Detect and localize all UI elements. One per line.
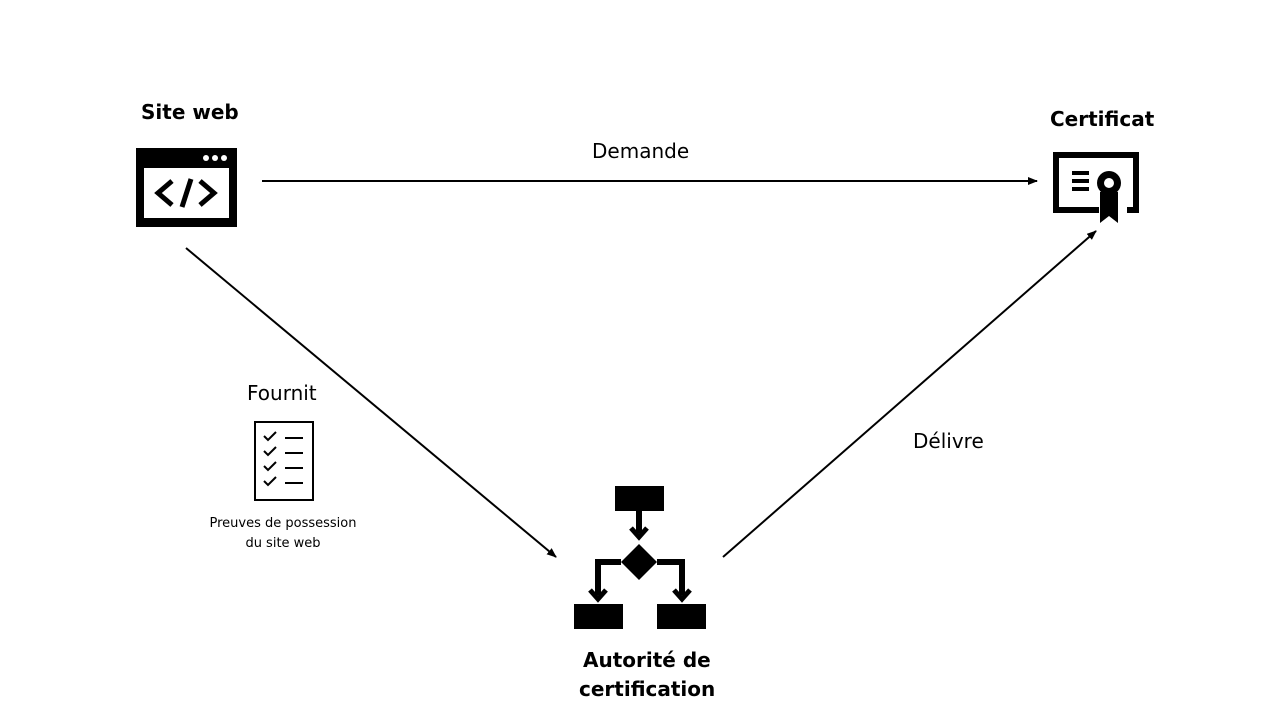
code-window-icon	[136, 148, 237, 227]
edge-label-demande: Demande	[592, 139, 690, 163]
edge-label-fournit: Fournit	[247, 381, 317, 405]
proof-caption-line1: Preuves de possession	[209, 516, 357, 531]
checklist-icon	[254, 421, 314, 501]
authority-label-line1: Autorité de	[583, 648, 711, 672]
proof-caption: Preuves de possession du site web	[203, 514, 363, 554]
proof-caption-line2: du site web	[245, 536, 321, 551]
authority-label-line2: certification	[579, 677, 716, 701]
flowchart-icon	[574, 486, 706, 629]
certificate-icon	[1053, 152, 1139, 223]
arrow-delivre	[722, 230, 1097, 558]
edge-label-delivre: Délivre	[913, 429, 984, 453]
website-label: Site web	[141, 100, 239, 124]
certificate-label: Certificat	[1050, 107, 1155, 131]
arrow-fournit	[185, 247, 557, 558]
